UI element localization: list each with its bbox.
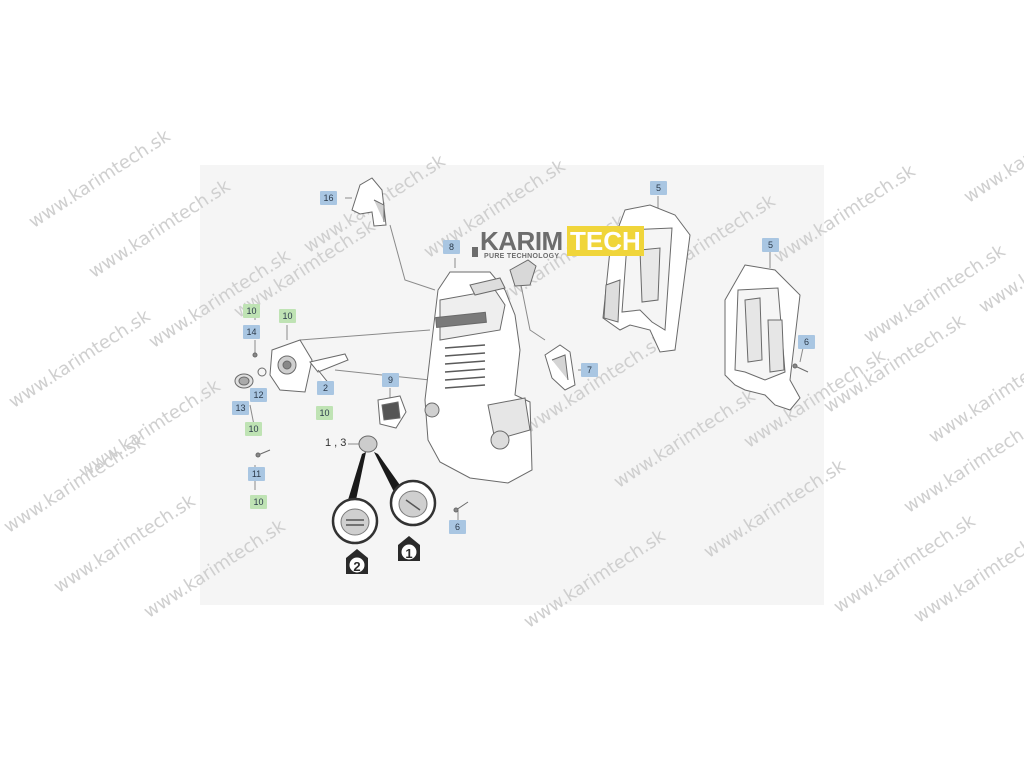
label-1-3: 1 , 3 bbox=[325, 437, 347, 449]
callout-10-b: 10 bbox=[279, 309, 296, 323]
badge-2: 2 bbox=[344, 555, 370, 579]
callout-16: 16 bbox=[320, 191, 337, 205]
logo-tagline: PURE TECHNOLOGY bbox=[484, 253, 560, 260]
callout-6-bottom: 6 bbox=[449, 520, 466, 534]
badge-1-label: 1 bbox=[405, 546, 413, 561]
karimtech-logo: KARIM TECH PURE TECHNOLOGY bbox=[470, 226, 644, 266]
callout-9: 9 bbox=[382, 373, 399, 387]
callout-12: 12 bbox=[250, 388, 267, 402]
callout-10-e: 10 bbox=[250, 495, 267, 509]
callout-10-a: 10 bbox=[243, 304, 260, 318]
callout-5-right: 5 bbox=[762, 238, 779, 252]
logo-bar bbox=[472, 247, 478, 257]
callout-6-right: 6 bbox=[798, 335, 815, 349]
callout-5-left: 5 bbox=[650, 181, 667, 195]
callout-10-d: 10 bbox=[316, 406, 333, 420]
callout-10-c: 10 bbox=[245, 422, 262, 436]
callout-14: 14 bbox=[243, 325, 260, 339]
callout-13: 13 bbox=[232, 401, 249, 415]
badge-1: 1 bbox=[396, 542, 422, 566]
logo-brand-left: KARIM bbox=[480, 226, 563, 256]
callout-8: 8 bbox=[443, 240, 460, 254]
callout-2: 2 bbox=[317, 381, 334, 395]
callout-7: 7 bbox=[581, 363, 598, 377]
callout-11: 11 bbox=[248, 467, 265, 481]
logo-brand-right: TECH bbox=[567, 226, 644, 256]
badge-2-label: 2 bbox=[353, 559, 361, 574]
